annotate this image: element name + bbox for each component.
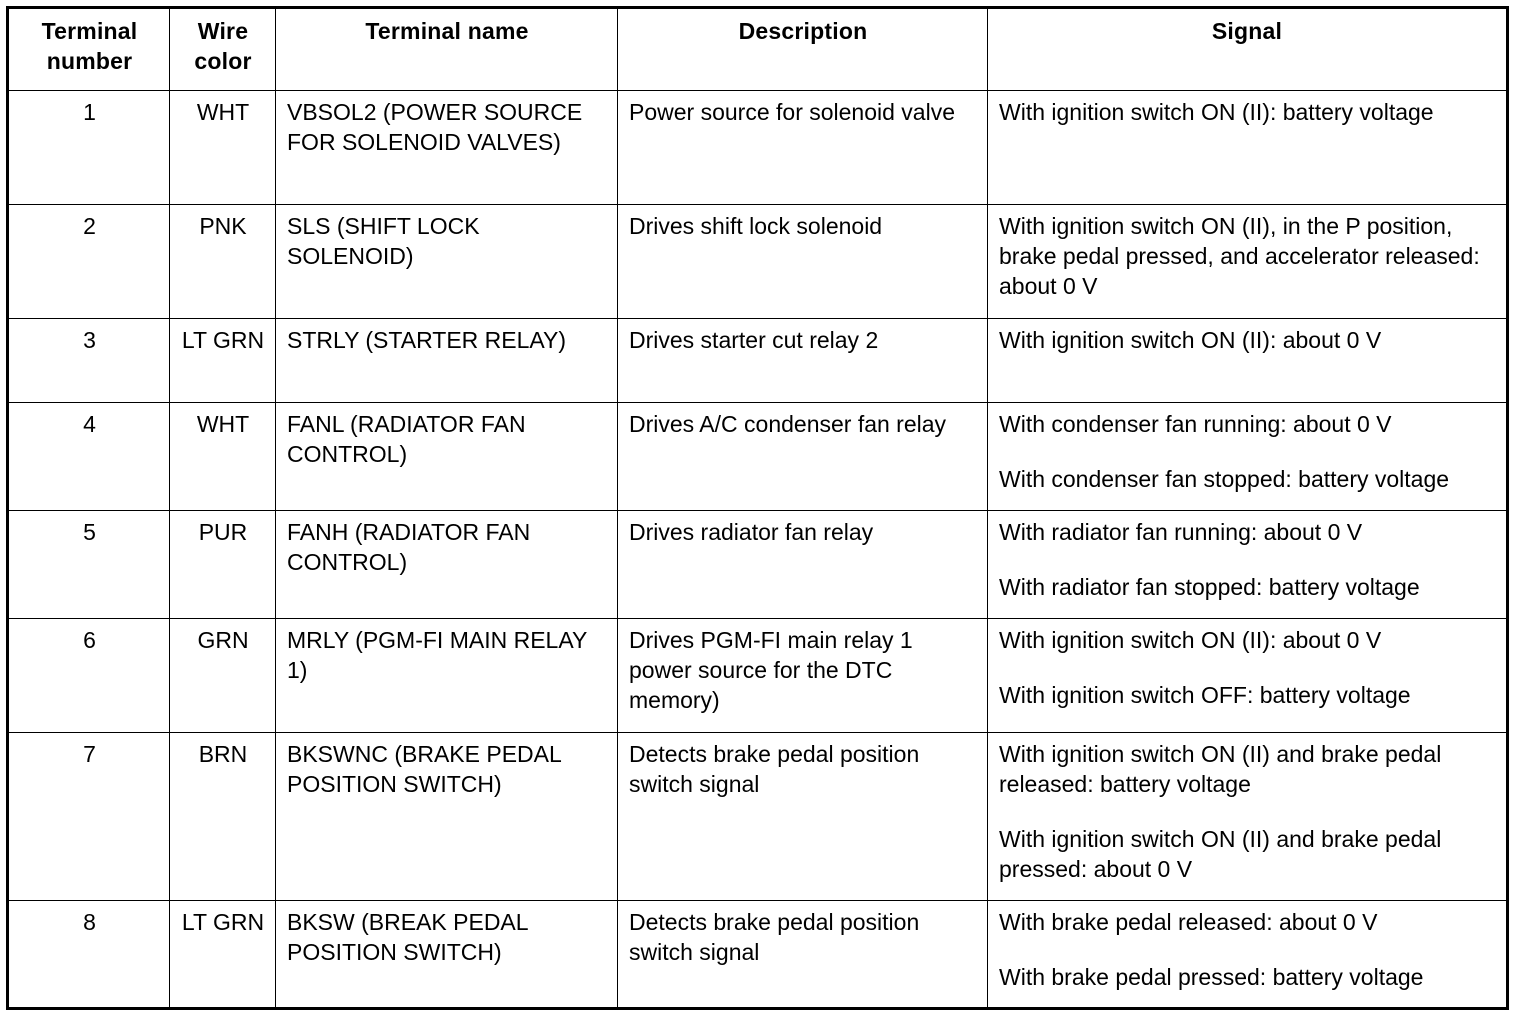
- wire-color-cell: LT GRN: [169, 318, 276, 403]
- header-wire-color: Wire color: [169, 7, 276, 91]
- table-row: 2 PNK SLS (SHIFT LOCK SOLENOID) Drives s…: [7, 204, 1508, 319]
- table-header-row: Terminal number Wire color Terminal name…: [7, 7, 1508, 91]
- signal-line: With ignition switch ON (II) and brake p…: [999, 741, 1442, 797]
- document-page: Terminal number Wire color Terminal name…: [6, 6, 1509, 1010]
- description-cell: Drives PGM-FI main relay 1 power source …: [617, 618, 988, 733]
- signal-line: With ignition switch ON (II): battery vo…: [999, 99, 1434, 125]
- signal-line: With brake pedal pressed: battery voltag…: [999, 964, 1424, 990]
- signal-line: With ignition switch ON (II) and brake p…: [999, 826, 1442, 882]
- table-row: 4 WHT FANL (RADIATOR FAN CONTROL) Drives…: [7, 402, 1508, 511]
- terminal-number-cell: 4: [7, 402, 170, 511]
- terminal-name-cell: VBSOL2 (POWER SOURCE FOR SOLENOID VALVES…: [275, 90, 618, 205]
- wire-color-cell: WHT: [169, 90, 276, 205]
- signal-line: With brake pedal released: about 0 V: [999, 909, 1378, 935]
- terminal-number-cell: 3: [7, 318, 170, 403]
- wire-color-cell: PUR: [169, 510, 276, 619]
- signal-line: With condenser fan stopped: battery volt…: [999, 466, 1450, 492]
- description-cell: Drives starter cut relay 2: [617, 318, 988, 403]
- description-cell: Detects brake pedal position switch sign…: [617, 732, 988, 901]
- signal-line: With condenser fan running: about 0 V: [999, 411, 1392, 437]
- terminal-name-cell: SLS (SHIFT LOCK SOLENOID): [275, 204, 618, 319]
- terminal-name-cell: FANL (RADIATOR FAN CONTROL): [275, 402, 618, 511]
- wire-color-cell: GRN: [169, 618, 276, 733]
- table-row: 7 BRN BKSWNC (BRAKE PEDAL POSITION SWITC…: [7, 732, 1508, 901]
- description-cell: Detects brake pedal position switch sign…: [617, 900, 988, 1009]
- wire-color-cell: BRN: [169, 732, 276, 901]
- terminal-number-cell: 6: [7, 618, 170, 733]
- terminal-name-cell: BKSWNC (BRAKE PEDAL POSITION SWITCH): [275, 732, 618, 901]
- signal-line: With radiator fan running: about 0 V: [999, 519, 1363, 545]
- signal-line: With ignition switch ON (II): about 0 V: [999, 627, 1382, 653]
- table-row: 6 GRN MRLY (PGM-FI MAIN RELAY 1) Drives …: [7, 618, 1508, 733]
- terminal-number-cell: 8: [7, 900, 170, 1009]
- wire-color-cell: LT GRN: [169, 900, 276, 1009]
- terminal-number-cell: 7: [7, 732, 170, 901]
- table-row: 5 PUR FANH (RADIATOR FAN CONTROL) Drives…: [7, 510, 1508, 619]
- terminal-number-cell: 2: [7, 204, 170, 319]
- wire-color-cell: PNK: [169, 204, 276, 319]
- signal-cell: With ignition switch ON (II): about 0 V: [987, 318, 1508, 403]
- signal-line: With ignition switch OFF: battery voltag…: [999, 682, 1411, 708]
- header-description: Description: [617, 7, 988, 91]
- signal-cell: With ignition switch ON (II): battery vo…: [987, 90, 1508, 205]
- description-cell: Power source for solenoid valve: [617, 90, 988, 205]
- terminal-table: Terminal number Wire color Terminal name…: [6, 6, 1509, 1010]
- header-terminal-number: Terminal number: [7, 7, 170, 91]
- header-terminal-number-line1: Terminal: [41, 18, 138, 44]
- description-cell: Drives radiator fan relay: [617, 510, 988, 619]
- description-cell: Drives shift lock solenoid: [617, 204, 988, 319]
- terminal-number-cell: 5: [7, 510, 170, 619]
- terminal-name-cell: BKSW (BREAK PEDAL POSITION SWITCH): [275, 900, 618, 1009]
- signal-cell: With brake pedal released: about 0 V Wit…: [987, 900, 1508, 1009]
- description-cell: Drives A/C condenser fan relay: [617, 402, 988, 511]
- header-terminal-name: Terminal name: [275, 7, 618, 91]
- header-wire-color-line2: color: [194, 48, 252, 74]
- terminal-name-cell: FANH (RADIATOR FAN CONTROL): [275, 510, 618, 619]
- signal-cell: With ignition switch ON (II) and brake p…: [987, 732, 1508, 901]
- table-row: 3 LT GRN STRLY (STARTER RELAY) Drives st…: [7, 318, 1508, 403]
- terminal-name-cell: STRLY (STARTER RELAY): [275, 318, 618, 403]
- terminal-name-cell: MRLY (PGM-FI MAIN RELAY 1): [275, 618, 618, 733]
- terminal-number-cell: 1: [7, 90, 170, 205]
- signal-cell: With condenser fan running: about 0 V Wi…: [987, 402, 1508, 511]
- signal-cell: With radiator fan running: about 0 V Wit…: [987, 510, 1508, 619]
- wire-color-cell: WHT: [169, 402, 276, 511]
- signal-line: With ignition switch ON (II): about 0 V: [999, 327, 1382, 353]
- signal-line: With radiator fan stopped: battery volta…: [999, 574, 1420, 600]
- header-terminal-number-line2: number: [46, 48, 133, 74]
- header-wire-color-line1: Wire: [197, 18, 249, 44]
- signal-line: With ignition switch ON (II), in the P p…: [999, 213, 1480, 299]
- signal-cell: With ignition switch ON (II), in the P p…: [987, 204, 1508, 319]
- signal-cell: With ignition switch ON (II): about 0 V …: [987, 618, 1508, 733]
- table-row: 1 WHT VBSOL2 (POWER SOURCE FOR SOLENOID …: [7, 90, 1508, 205]
- table-row: 8 LT GRN BKSW (BREAK PEDAL POSITION SWIT…: [7, 900, 1508, 1009]
- header-signal: Signal: [987, 7, 1508, 91]
